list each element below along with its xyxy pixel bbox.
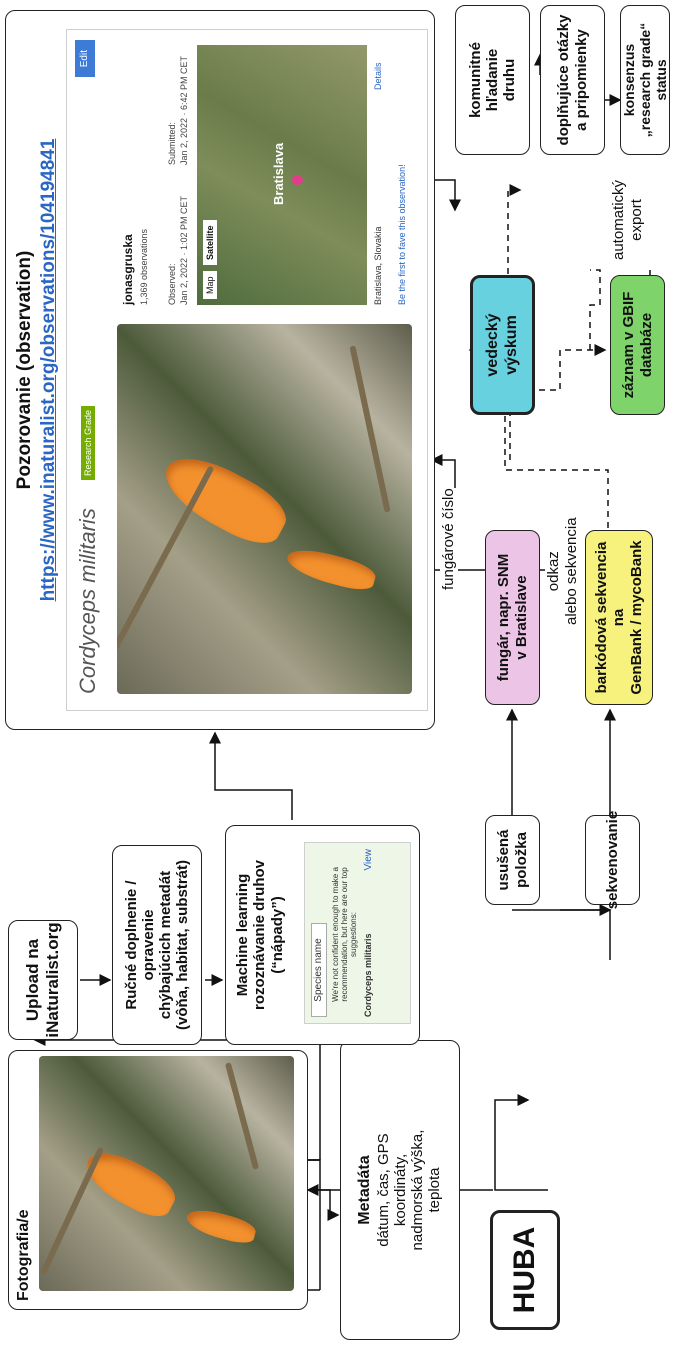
details-link[interactable]: Details (373, 62, 383, 90)
observed-label: Observed: (167, 263, 177, 305)
fungus-body-small (283, 543, 379, 595)
ml-view[interactable]: View (363, 849, 374, 871)
label-fungarium-number: fungárové číslo (440, 488, 458, 590)
inat-screenshot: Cordyceps militaris Research Grade Edit … (66, 29, 428, 711)
observation-photo (117, 324, 412, 694)
grass (349, 345, 391, 513)
metadata-box: Metadáta dátum, čas, GPS koordináty, nad… (340, 1040, 460, 1340)
grass (117, 465, 215, 663)
ml-screenshot: Species name We're not confident enough … (304, 842, 411, 1024)
map-pin-icon (289, 172, 305, 188)
fave-link[interactable]: Be the first to fave this observation! (397, 164, 407, 305)
sequencing-node: sekvenovanie (585, 811, 640, 909)
fungus-body-small (184, 1205, 258, 1247)
grass (224, 1062, 260, 1170)
location-text: Bratislava, Slovakia (373, 226, 383, 305)
ml-text: We're not confident enough to make a rec… (331, 867, 359, 1002)
species-name: Cordyceps militaris (75, 508, 100, 694)
observation-box: Pozorovanie (observation) https://www.in… (5, 10, 435, 730)
gbif-node: záznam v GBIF databáze (610, 275, 665, 415)
dried-specimen-node: usušená položka (485, 815, 540, 905)
observation-link[interactable]: https://www.inaturalist.org/observations… (38, 138, 59, 602)
metadata-title: Metadáta (356, 1155, 374, 1225)
observed-date: Jan 2, 2022 · 1:02 PM CET (179, 195, 189, 305)
ml-suggestion: Cordyceps militaris (363, 933, 373, 1017)
label-auto-export: automatický export (610, 179, 646, 260)
fungus-photo (39, 1056, 294, 1291)
ml-box: Machine learning rozoznávanie druhov (“n… (225, 825, 420, 1045)
ml-title: Machine learning rozoznávanie druhov (“n… (234, 859, 286, 1011)
submitted-date: Jan 2, 2022 · 6:42 PM CET (179, 55, 189, 165)
barcode-node: barkódová sekvencia na GenBank / mycoBan… (585, 530, 653, 705)
metadata-text: dátum, čas, GPS koordináty, nadmorská vý… (374, 1129, 444, 1251)
huba-node: HUBA (490, 1210, 560, 1330)
location-map[interactable]: Map Satellite Bratislava (197, 45, 367, 305)
manual-metadata-node: Ručné doplnenie / opravenie chýbajúcich … (112, 845, 202, 1045)
map-button[interactable]: Map (203, 271, 218, 299)
edit-button[interactable]: Edit (75, 40, 95, 78)
research-node: vedecký výskum (470, 275, 535, 415)
research-grade-badge: Research Grade (81, 405, 96, 480)
consensus-node: konsenzus „research grade“ status (620, 5, 670, 155)
user-observations: 1,369 observations (139, 228, 149, 305)
satellite-button[interactable]: Satellite (203, 220, 218, 265)
label-link-or-sequence: odkaz alebo sekvencia (545, 517, 581, 625)
user-name[interactable]: jonasgruska (121, 234, 135, 305)
grass (39, 1146, 105, 1276)
observation-title: Pozorovanie (observation) (14, 250, 35, 490)
upload-node: Upload na iNaturalist.org (8, 920, 78, 1040)
photo-box: Fotografia/e (8, 1050, 308, 1310)
fungarium-node: fungár, napr. SNM v Bratislave (485, 530, 540, 705)
ml-search: Species name (311, 923, 327, 1017)
questions-node: doplňujúce otázky a pripomienky (540, 5, 605, 155)
community-node: komunitné hľadanie druhu (455, 5, 530, 155)
city-label: Bratislava (271, 142, 286, 205)
photo-title: Fotografia/e (15, 1209, 32, 1301)
submitted-label: Submitted: (167, 121, 177, 165)
